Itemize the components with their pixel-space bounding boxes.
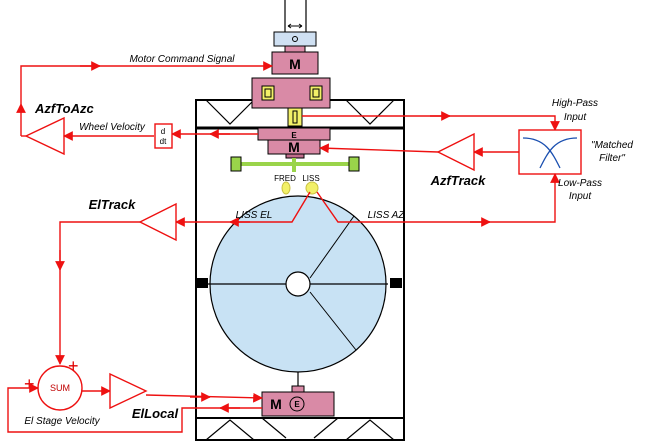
matched-filter-block: "Matched Filter" <box>518 129 633 175</box>
elevation-wheel <box>208 195 388 373</box>
top-motor: M <box>271 51 319 75</box>
amp-azf-to-azc: AzfToAzc <box>16 101 95 156</box>
matched-filter-label-2: Filter" <box>599 153 625 164</box>
sum-junction: SUM + + <box>24 356 83 411</box>
low-pass-path: LISS AZ Low-Pass Input <box>316 173 602 227</box>
azf-to-azc-label: AzfToAzc <box>34 101 95 116</box>
low-pass-label-2: Input <box>569 191 592 202</box>
top-coupler <box>273 31 317 53</box>
el-local-path: ElLocal <box>82 372 263 421</box>
matched-filter-label-1: "Matched <box>591 140 633 151</box>
wheel-velocity-label: Wheel Velocity <box>79 122 146 133</box>
sum-plus-top: + <box>68 356 79 376</box>
fred-sensor: FRED <box>274 174 296 195</box>
middle-motor-stack: E M <box>257 127 331 159</box>
sum-label: SUM <box>50 383 70 393</box>
motor-command-path: Motor Command Signal <box>20 54 273 104</box>
wheel-velocity-path: Wheel Velocity <box>63 122 258 141</box>
middle-motor-label: M <box>288 139 300 155</box>
bottom-encoder-label: E <box>294 400 300 409</box>
el-track-label: ElTrack <box>89 197 137 212</box>
encoder-e-label: E <box>291 131 297 140</box>
green-bracket <box>230 156 360 172</box>
top-motor-label: M <box>289 56 301 72</box>
sum-plus-left: + <box>24 374 35 394</box>
high-pass-path: High-Pass Input <box>302 98 598 131</box>
top-shaft <box>284 0 307 32</box>
encoder-housing <box>251 77 331 109</box>
azf-track-path: AzfTrack <box>319 132 519 188</box>
el-track-path: LISS EL ElTrack <box>55 191 311 365</box>
high-pass-label-1: High-Pass <box>552 98 598 109</box>
fred-label: FRED <box>274 174 296 183</box>
el-stage-velocity-label: El Stage Velocity <box>24 416 100 427</box>
high-pass-label-2: Input <box>564 112 587 123</box>
ddt-bottom: dt <box>160 137 167 146</box>
bottom-motor: M E <box>261 372 335 417</box>
el-local-label: ElLocal <box>132 406 179 421</box>
liss-el-label: LISS EL <box>236 210 273 221</box>
el-stage-velocity-path: El Stage Velocity <box>7 383 262 433</box>
ddt-top: d <box>161 127 165 136</box>
bottom-motor-label: M <box>270 396 282 412</box>
motor-command-label: Motor Command Signal <box>129 54 235 65</box>
azf-track-label: AzfTrack <box>430 173 486 188</box>
low-pass-label-1: Low-Pass <box>558 178 602 189</box>
liss-sensor: LISS <box>302 174 320 195</box>
liss-label: LISS <box>302 174 319 183</box>
liss-az-label: LISS AZ <box>368 210 406 221</box>
differentiator-block: d dt <box>154 123 173 149</box>
hub-sensor <box>287 107 303 127</box>
